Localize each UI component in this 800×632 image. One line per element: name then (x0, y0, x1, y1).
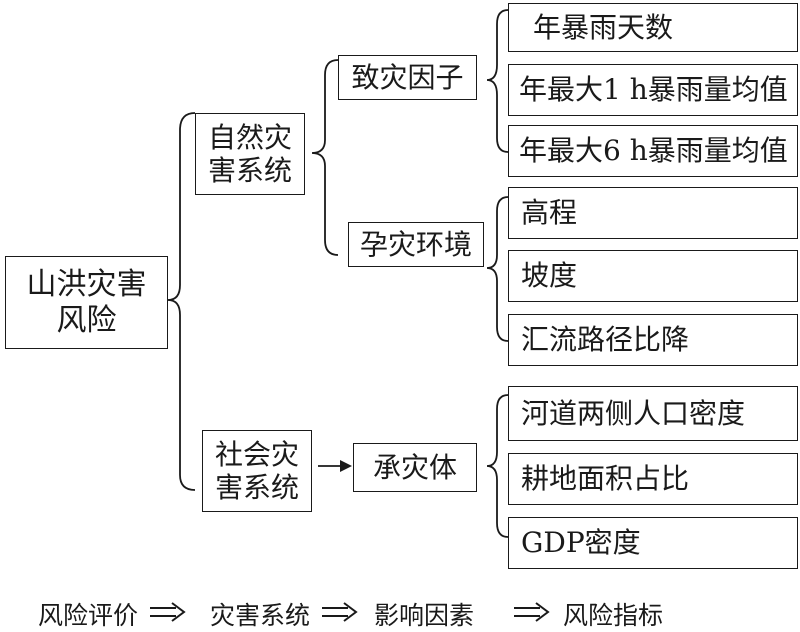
system-node-social: 社会灾 害系统 (202, 430, 312, 512)
indicator-label: 坡度 (521, 259, 578, 293)
factor-node-exposure: 承灾体 (353, 443, 477, 492)
factor-node-hazard: 致灾因子 (338, 55, 477, 100)
indicator-node: 年最大6 h暴雨量均值 (508, 125, 798, 177)
indicator-label: 汇流路径比降 (521, 323, 690, 357)
legend-arrow-icon (322, 602, 358, 622)
root-node-label: 山洪灾害 风险 (26, 267, 147, 338)
root-node: 山洪灾害 风险 (5, 256, 168, 349)
legend-arrow-icon (150, 602, 186, 622)
indicator-node: 年最大1 h暴雨量均值 (508, 64, 798, 116)
system-node-natural-label: 自然灾 害系统 (207, 120, 292, 187)
indicator-label: 年最大6 h暴雨量均值 (519, 134, 788, 168)
indicator-label: 高程 (521, 196, 578, 230)
legend-arrow-icon (514, 602, 550, 622)
system-node-natural: 自然灾 害系统 (195, 113, 305, 195)
hazard-factor-brace (486, 9, 509, 153)
legend-item-risk-evaluation: 风险评价 (38, 601, 139, 630)
social-to-exposure-arrowhead (340, 460, 352, 472)
indicator-label: GDP密度 (521, 526, 641, 560)
indicator-node: 河道两侧人口密度 (508, 386, 798, 441)
root-brace (167, 112, 196, 491)
legend-item-influence-factor: 影响因素 (374, 601, 475, 630)
indicator-node: 汇流路径比降 (508, 314, 798, 366)
indicator-label: 年暴雨天数 (533, 10, 674, 44)
indicator-node: 高程 (508, 187, 798, 239)
exposure-brace (486, 394, 509, 538)
indicator-label: 河道两侧人口密度 (521, 396, 746, 430)
legend-item-hazard-system: 灾害系统 (210, 601, 311, 630)
legend-item-risk-indicator: 风险指标 (563, 601, 664, 630)
indicator-node: GDP密度 (508, 517, 798, 569)
factor-node-environment-label: 孕灾环境 (359, 227, 472, 261)
indicator-node: 坡度 (508, 250, 798, 302)
legend: 风险评价 灾害系统 影响因素 风险指标 (0, 596, 800, 630)
indicator-node: 耕地面积占比 (508, 453, 798, 505)
factor-node-hazard-label: 致灾因子 (351, 60, 464, 94)
natural-system-brace (311, 59, 339, 256)
environment-brace (486, 196, 509, 342)
indicator-node: 年暴雨天数 (508, 3, 798, 52)
indicator-label: 耕地面积占比 (521, 462, 690, 496)
indicator-label: 年最大1 h暴雨量均值 (519, 73, 788, 107)
system-node-social-label: 社会灾 害系统 (214, 437, 299, 504)
factor-node-exposure-label: 承灾体 (372, 450, 457, 484)
factor-node-environment: 孕灾环境 (348, 222, 484, 267)
